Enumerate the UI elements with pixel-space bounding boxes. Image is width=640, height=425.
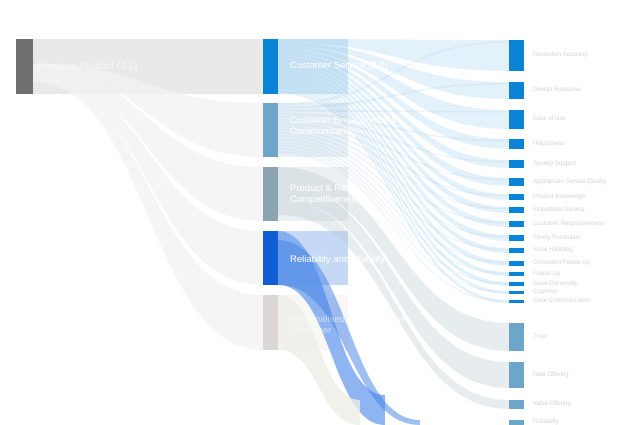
- leaf-label: Empathetic Service: [533, 206, 585, 213]
- leaf-label: Ease of Use: [533, 116, 566, 122]
- leaf-node-2: [509, 110, 524, 129]
- leaf-label: Trust: [533, 333, 547, 340]
- root-node: [16, 39, 33, 94]
- category-node-0: [263, 39, 278, 94]
- leaf-label: Timely Resolution: [533, 234, 581, 241]
- category-node-1: [263, 103, 278, 157]
- flow-eng-6: [278, 122, 509, 197]
- leaf-node-7: [509, 207, 524, 213]
- leaf-node-10: [509, 248, 524, 253]
- flow-eng-9: [278, 131, 509, 238]
- category-label-personalised-service: Personalised Service to the Customer: [290, 314, 406, 336]
- leaf-node-11: [509, 261, 524, 266]
- leaf-label: Courtesy: [533, 289, 558, 295]
- category-label-reliability: Reliability and Stability: [290, 254, 386, 265]
- root-node-label: Previous Product (4.1): [38, 61, 138, 72]
- flow-cs-4: [278, 52, 509, 168]
- flow-comp-2: [278, 199, 509, 409]
- leaf-label: Resolution Accuracy: [533, 52, 588, 58]
- root-flow-3: [33, 72, 263, 285]
- leaf-node-15: [509, 300, 524, 303]
- flow-eng-8: [278, 128, 509, 224]
- leaf-node-4: [509, 160, 524, 168]
- flow-comp-1: [278, 183, 509, 388]
- flow-reliability-strand: [278, 240, 420, 425]
- flow-cs-6: [278, 59, 509, 201]
- leaf-label: Reliability: [533, 419, 559, 425]
- flow-eng-3: [278, 112, 509, 142]
- leaf-node-12: [509, 272, 524, 276]
- root-flow-4: [33, 76, 263, 350]
- flow-cs-7: [278, 62, 509, 213]
- flow-cs-9: [278, 69, 509, 241]
- flow-cs-5: [278, 56, 509, 186]
- leaf-node-6: [509, 194, 524, 200]
- flow-eng-15: [278, 151, 509, 303]
- category-node-3: [263, 231, 278, 285]
- category-node-4: [263, 295, 278, 350]
- leaf-node-13: [509, 282, 524, 286]
- leaf-node-18: [509, 400, 524, 409]
- root-flow-2: [33, 68, 263, 221]
- flow-eng-0: [278, 41, 509, 106]
- category-band-2: [278, 167, 348, 221]
- flow-cs-8: [278, 66, 509, 227]
- category-label-competitiveness: Product & Rate Competitiveness: [290, 183, 361, 205]
- leaf-label: Overall Response: [533, 87, 581, 93]
- flow-cs-11: [278, 76, 509, 267]
- flow-cs-15: [278, 90, 509, 303]
- flow-cs-12: [278, 79, 509, 276]
- flow-eng-7: [278, 125, 509, 210]
- flow-eng-12: [278, 141, 509, 275]
- flow-cs-3: [278, 49, 509, 150]
- leaf-label: Appropriate Service Quality: [533, 178, 607, 185]
- leaf-node-5: [509, 178, 524, 186]
- leaf-label: Issue Handling: [533, 247, 573, 253]
- leaf-label: Follow-Up: [533, 270, 561, 277]
- leaf-label: Product Knowledge: [533, 193, 586, 200]
- flow-cs-2: [278, 45, 509, 129]
- flow-cs-13: [278, 83, 509, 286]
- flow-eng-1: [278, 83, 509, 109]
- leaf-label: Issue Ownership: [533, 280, 578, 287]
- leaf-node-0: [509, 40, 524, 71]
- leaf-node-3: [509, 139, 524, 149]
- category-label-customer-service: Customer Service (3.8): [290, 60, 388, 71]
- category-label-engagement: Customer Engagement & Communication: [290, 115, 397, 137]
- leaf-label: Customer Responsiveness: [533, 220, 605, 227]
- leaf-node-8: [509, 221, 524, 227]
- leaf-node-14: [509, 291, 524, 294]
- leaf-label: Rate Offering: [533, 371, 569, 378]
- leaf-node-17: [509, 362, 524, 388]
- root-flow-1: [33, 64, 263, 157]
- leaf-node-1: [509, 82, 524, 99]
- leaf-node-19: [509, 420, 524, 425]
- flow-eng-2: [278, 109, 509, 113]
- flow-cs-0: [278, 39, 509, 71]
- flow-eng-11: [278, 138, 509, 264]
- flow-cs-14: [278, 86, 509, 294]
- flow-eng-4: [278, 115, 509, 163]
- leaf-label: Speedy Support: [533, 160, 577, 167]
- flow-eng-13: [278, 144, 509, 285]
- leaf-node-9: [509, 235, 524, 241]
- leaf-label: Clear Communication: [533, 298, 591, 304]
- leaf-label: Value Offering: [533, 401, 571, 407]
- leaf-label: Consistent Follow Up: [533, 260, 590, 266]
- leaf-label: Helpfulness: [533, 140, 565, 147]
- flow-eng-10: [278, 135, 509, 251]
- flow-comp-0: [278, 167, 509, 351]
- category-band-0: [278, 39, 348, 94]
- leaf-node-16: [509, 323, 524, 351]
- flow-personalised: [278, 295, 360, 425]
- flow-cs-1: [278, 42, 509, 99]
- category-node-2: [263, 167, 278, 221]
- flow-cs-10: [278, 73, 509, 253]
- category-band-1: [278, 103, 348, 157]
- flow-eng-5: [278, 119, 509, 181]
- flow-eng-14: [278, 147, 509, 294]
